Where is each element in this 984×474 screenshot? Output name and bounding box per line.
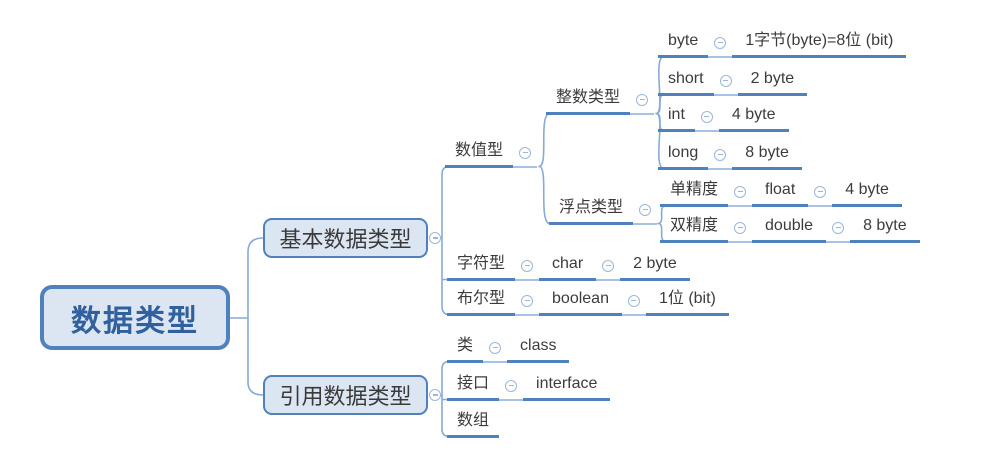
topic-byte-size[interactable]: 1字节(byte)=8位 (bit) [732, 30, 907, 58]
minus-circle-icon [714, 36, 727, 49]
collapse-icon[interactable] [694, 110, 719, 132]
minus-circle-icon [734, 185, 747, 198]
minus-circle-icon [734, 221, 747, 234]
minus-circle-icon [489, 341, 502, 354]
topic-double-precision[interactable]: 双精度 [660, 215, 729, 243]
topic-boolean-size[interactable]: 1位 (bit) [645, 288, 729, 316]
minus-circle-icon [832, 221, 845, 234]
minus-circle-icon [700, 110, 713, 123]
topic-interface[interactable]: interface [523, 373, 611, 401]
collapse-icon[interactable] [596, 259, 621, 281]
connector-numeric-fan [538, 112, 551, 225]
root-topic[interactable]: 数据类型 [40, 285, 230, 350]
minus-circle-icon [505, 379, 518, 392]
topic-class[interactable]: class [507, 335, 570, 363]
minus-circle-icon [627, 294, 640, 307]
topic-int[interactable]: int [658, 104, 695, 132]
collapse-icon[interactable] [633, 203, 658, 225]
collapse-icon[interactable] [713, 74, 738, 96]
topic-byte[interactable]: byte [658, 30, 709, 58]
topic-row-int: int 4 byte [658, 104, 789, 132]
topic-row-short: short 2 byte [658, 68, 808, 96]
collapse-icon[interactable] [499, 379, 524, 401]
minus-circle-icon [521, 294, 534, 307]
minus-circle-icon [602, 259, 615, 272]
collapse-icon[interactable] [513, 146, 538, 168]
topic-basic-data-types[interactable]: 基本数据类型 [263, 218, 428, 258]
minus-circle-icon [521, 259, 534, 272]
topic-float-types[interactable]: 浮点类型 [549, 197, 634, 225]
topic-double-size[interactable]: 8 byte [850, 215, 920, 243]
collapse-icon[interactable] [515, 294, 540, 316]
minus-circle-icon [639, 203, 652, 216]
topic-float-size[interactable]: 4 byte [832, 179, 902, 207]
minus-circle-icon [429, 232, 441, 244]
minus-circle-icon [636, 93, 649, 106]
topic-char-type[interactable]: 字符型 [447, 253, 516, 281]
minus-circle-icon [719, 74, 732, 87]
topic-long[interactable]: long [658, 142, 709, 170]
topic-single-precision[interactable]: 单精度 [660, 179, 729, 207]
topic-row-class: 类 class [447, 335, 570, 363]
collapse-icon[interactable] [826, 221, 851, 243]
collapse-icon[interactable] [708, 36, 733, 58]
topic-char[interactable]: char [539, 253, 597, 281]
topic-double[interactable]: double [752, 215, 827, 243]
connector-root-branches [229, 237, 264, 396]
topic-integer-types[interactable]: 整数类型 [546, 87, 631, 115]
topic-row-numeric: 数值型 [445, 140, 538, 168]
topic-numeric[interactable]: 数值型 [445, 140, 514, 168]
topic-row-single-precision: 单精度 float 4 byte [660, 179, 902, 207]
collapse-icon[interactable] [515, 259, 540, 281]
topic-interface-cn[interactable]: 接口 [447, 373, 500, 401]
topic-row-long: long 8 byte [658, 142, 802, 170]
topic-reference-data-types[interactable]: 引用数据类型 [263, 375, 428, 415]
collapse-icon[interactable] [429, 389, 441, 401]
topic-int-size[interactable]: 4 byte [718, 104, 789, 132]
topic-row-float-types: 浮点类型 [549, 197, 658, 225]
topic-boolean[interactable]: boolean [539, 288, 622, 316]
topic-char-size[interactable]: 2 byte [620, 253, 690, 281]
collapse-icon[interactable] [621, 294, 646, 316]
topic-row-double-precision: 双精度 double 8 byte [660, 215, 920, 243]
collapse-icon[interactable] [728, 221, 753, 243]
topic-long-size[interactable]: 8 byte [732, 142, 802, 170]
collapse-icon[interactable] [808, 185, 833, 207]
topic-short[interactable]: short [658, 68, 714, 96]
collapse-icon[interactable] [429, 232, 441, 244]
topic-short-size[interactable]: 2 byte [737, 68, 808, 96]
topic-row-byte: byte 1字节(byte)=8位 (bit) [658, 30, 907, 58]
collapse-icon[interactable] [630, 93, 655, 115]
minus-circle-icon [714, 148, 727, 161]
topic-boolean-type[interactable]: 布尔型 [447, 288, 516, 316]
connector-integer-fan [655, 55, 665, 170]
topic-array[interactable]: 数组 [447, 410, 500, 438]
minus-circle-icon [429, 389, 441, 401]
collapse-icon[interactable] [728, 185, 753, 207]
minus-circle-icon [814, 185, 827, 198]
topic-row-array: 数组 [447, 410, 500, 438]
collapse-icon[interactable] [483, 341, 508, 363]
topic-row-integer: 整数类型 [546, 87, 655, 115]
minus-circle-icon [519, 146, 532, 159]
topic-row-char: 字符型 char 2 byte [447, 253, 690, 281]
topic-class-cn[interactable]: 类 [447, 335, 484, 363]
topic-row-boolean: 布尔型 boolean 1位 (bit) [447, 288, 729, 316]
collapse-icon[interactable] [708, 148, 733, 170]
topic-float[interactable]: float [752, 179, 809, 207]
topic-row-interface: 接口 interface [447, 373, 611, 401]
